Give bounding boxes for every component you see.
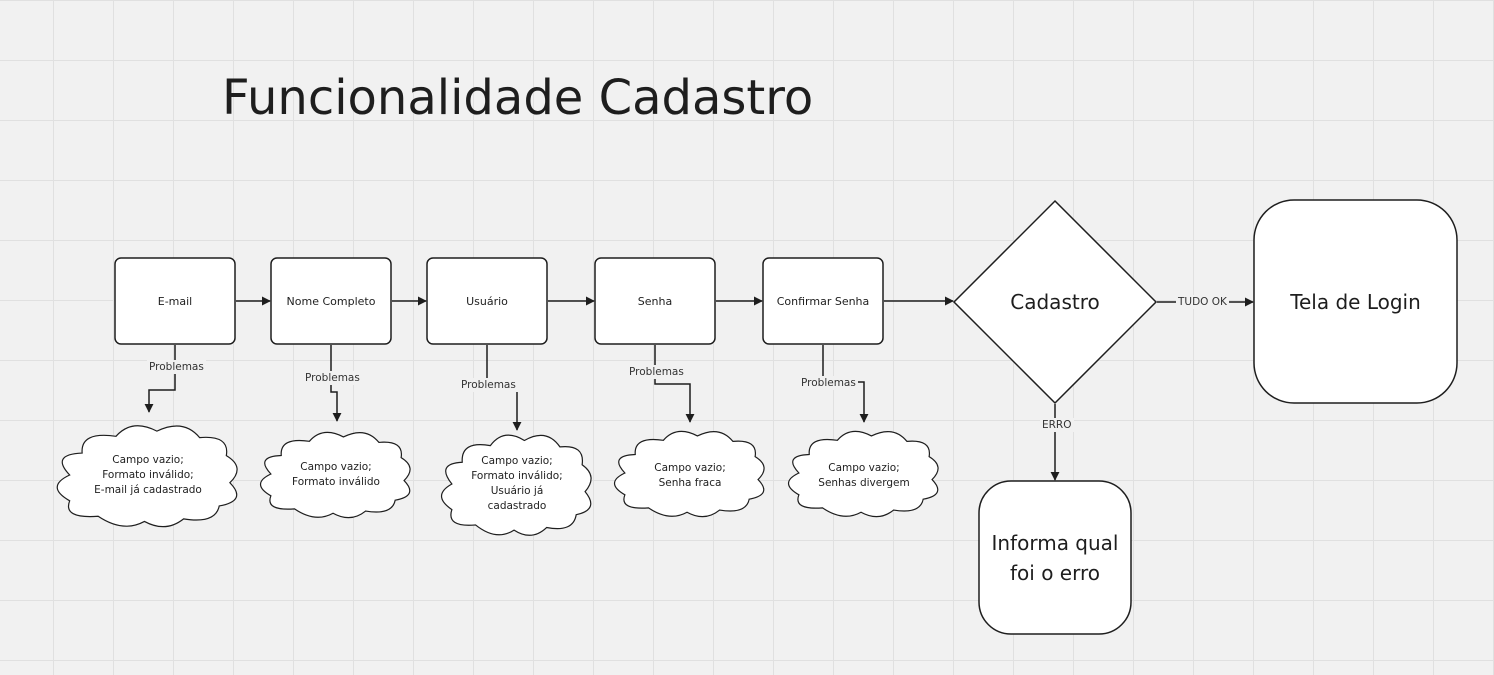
step-box-confirmar-senha[interactable]	[762, 257, 884, 345]
connector-nome-to-problems[interactable]	[330, 345, 342, 422]
page-title[interactable]: Funcionalidade Cadastro	[222, 70, 814, 126]
decision-diamond[interactable]	[952, 199, 1158, 405]
step-box-usuario[interactable]	[426, 257, 548, 345]
decision-label: Cadastro	[1010, 290, 1100, 314]
problems-text-confirmar-senha: Campo vazio; Senhas divergem	[818, 462, 910, 489]
problems-edge-label-email: Problemas	[147, 360, 206, 374]
problems-text-usuario: Campo vazio; Formato inválido; Usuário j…	[471, 455, 563, 512]
step-label-usuario: Usuário	[466, 294, 508, 308]
step-box-nome-completo[interactable]	[270, 257, 392, 345]
problems-cloud-confirmar-senha[interactable]	[789, 431, 939, 516]
step-label-confirmar-senha: Confirmar Senha	[776, 294, 870, 308]
error-edge-label: ERRO	[1040, 418, 1074, 432]
problems-text-senha: Campo vazio; Senha fraca	[654, 462, 726, 489]
error-info-box[interactable]	[978, 480, 1132, 635]
success-edge-label: TUDO OK	[1176, 295, 1229, 309]
problems-text-nome-completo: Campo vazio; Formato inválido	[292, 461, 380, 488]
error-info-label: Informa qual foi o erro	[991, 531, 1119, 585]
problems-cloud-senha[interactable]	[615, 431, 765, 516]
connector-senha-to-problems[interactable]	[654, 345, 695, 423]
step-box-senha[interactable]	[594, 257, 716, 345]
connector-email-to-problems[interactable]	[144, 345, 176, 413]
problems-edge-label-usuario: Problemas	[459, 378, 518, 392]
problems-edge-label-nome-completo: Problemas	[303, 371, 362, 385]
problems-edge-label-confirmar-senha: Problemas	[799, 376, 858, 390]
problems-cloud-nome-completo[interactable]	[261, 432, 411, 517]
step-label-senha: Senha	[637, 294, 673, 308]
login-screen-box[interactable]	[1253, 199, 1458, 404]
problems-edge-label-senha: Problemas	[627, 365, 686, 379]
step-label-email: E-mail	[157, 294, 193, 308]
step-label-nome-completo: Nome Completo	[286, 294, 376, 308]
login-screen-label: Tela de Login	[1290, 290, 1421, 314]
problems-cloud-email[interactable]	[57, 426, 237, 527]
problems-text-email: Campo vazio; Formato inválido; E-mail já…	[94, 453, 202, 496]
step-box-email[interactable]	[114, 257, 236, 345]
problems-cloud-usuario[interactable]	[442, 435, 592, 535]
